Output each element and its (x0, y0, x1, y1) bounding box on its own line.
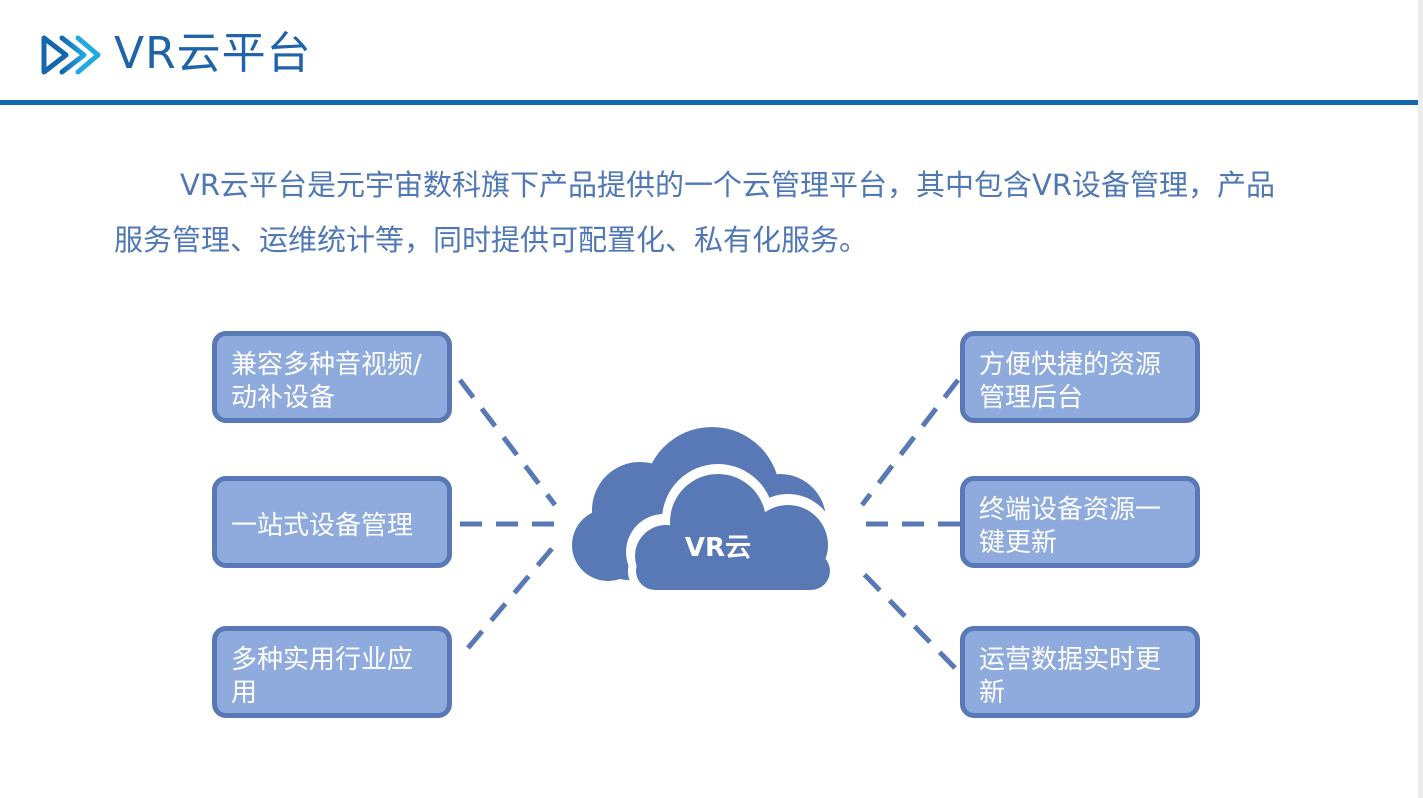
intro-paragraph: VR云平台是元宇宙数科旗下产品提供的一个云管理平台，其中包含VR设备管理，产品服… (114, 168, 1275, 257)
connector-right-bottom (860, 570, 957, 670)
cloud-icon (572, 427, 838, 594)
node-right-resource-backend: 方便快捷的资源管理后台 (960, 331, 1200, 423)
connector-left-top (458, 378, 557, 507)
double-chevron-right-icon (41, 35, 101, 75)
connector-left-bottom (466, 543, 557, 650)
title-divider (0, 100, 1418, 105)
cloud-label: VR云 (684, 533, 752, 563)
slide-edge (1418, 0, 1423, 798)
connector-right-top (860, 378, 960, 507)
node-right-operations-data: 运营数据实时更新 (960, 626, 1200, 718)
node-right-terminal-update: 终端设备资源一键更新 (960, 476, 1200, 568)
node-left-device-management: 一站式设备管理 (212, 476, 452, 568)
node-left-industry-apps: 多种实用行业应用 (212, 626, 452, 718)
page-title: VR云平台 (114, 28, 312, 79)
node-left-av-devices: 兼容多种音视频/动补设备 (212, 331, 452, 423)
